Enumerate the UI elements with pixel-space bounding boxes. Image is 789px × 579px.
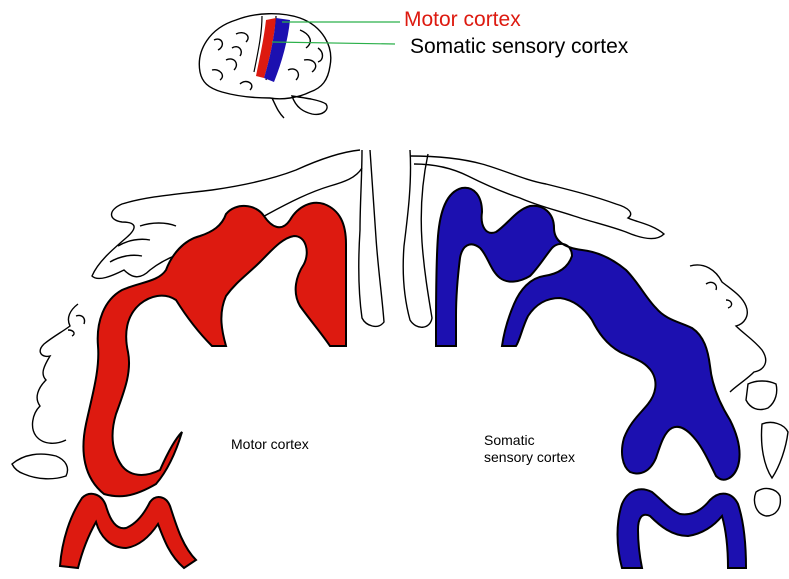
face-drawing-icon xyxy=(33,304,78,443)
sensory-cortex-label: Somatic sensory cortex xyxy=(484,432,575,466)
sensory-cortex-band xyxy=(436,188,740,480)
motor-cortex-band xyxy=(83,203,346,497)
sensory-cortex-lower-band xyxy=(618,489,747,568)
motor-cortex-label: Motor cortex xyxy=(231,437,309,451)
sensory-cortex-label-line2: sensory cortex xyxy=(484,449,575,466)
sensory-cortex-title: Somatic sensory cortex xyxy=(410,36,628,57)
tongue-drawing-icon xyxy=(12,454,68,479)
motor-cortex-title: Motor cortex xyxy=(404,9,521,30)
motor-cortex-lower-band xyxy=(60,494,196,568)
leg-drawing-icon xyxy=(359,150,384,326)
sensory-cortex-label-line1: Somatic xyxy=(484,432,575,449)
